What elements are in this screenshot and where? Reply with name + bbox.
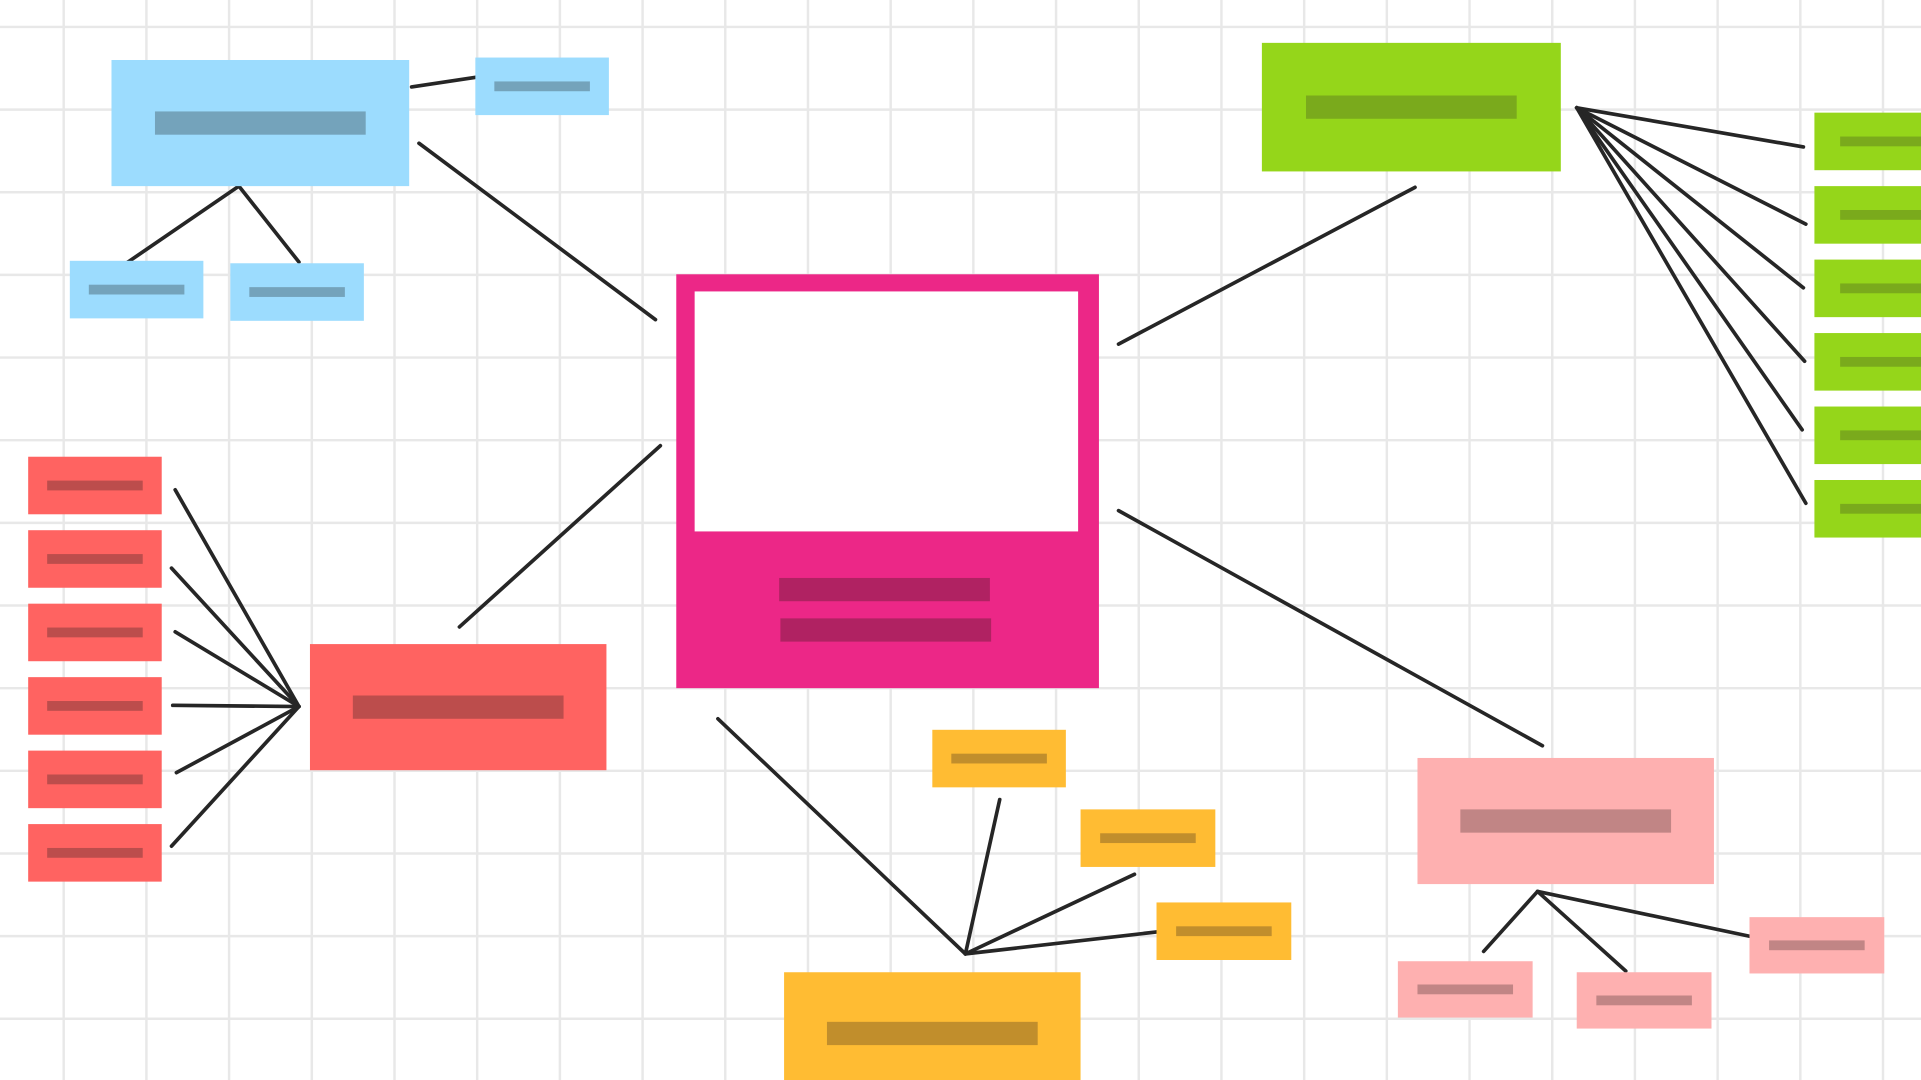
- connector-line: [963, 872, 1137, 956]
- topic-green-label-placeholder: [1305, 95, 1517, 119]
- topic-yellow[interactable]: [784, 972, 1081, 1080]
- subtopic-pink-label-placeholder: [1417, 984, 1514, 995]
- connector-line: [1481, 889, 1540, 954]
- connector-line: [169, 566, 301, 709]
- central-topic-label-placeholder: [779, 577, 990, 602]
- topic-blue[interactable]: [111, 60, 410, 187]
- connector-line: [1116, 185, 1417, 346]
- subtopic-red[interactable]: [28, 603, 162, 662]
- connector-line: [1574, 105, 1806, 149]
- connector-line: [169, 704, 301, 848]
- connector-line: [1574, 105, 1806, 290]
- connector-line: [417, 141, 658, 322]
- subtopic-green-label-placeholder: [1840, 430, 1921, 441]
- subtopic-green[interactable]: [1814, 259, 1921, 318]
- connector-line: [963, 797, 1002, 956]
- subtopic-pink-label-placeholder: [1596, 995, 1692, 1006]
- subtopic-blue[interactable]: [475, 57, 609, 116]
- connectors: [124, 75, 1808, 973]
- subtopic-green[interactable]: [1814, 186, 1921, 244]
- subtopic-red-label-placeholder: [47, 847, 143, 858]
- subtopic-green[interactable]: [1814, 112, 1921, 171]
- subtopic-yellow-label-placeholder: [1176, 926, 1272, 937]
- connector-line: [1574, 105, 1805, 432]
- connector-line: [457, 443, 663, 629]
- subtopic-red[interactable]: [28, 677, 162, 735]
- subtopic-red-label-placeholder: [47, 701, 143, 711]
- connector-line: [1574, 105, 1808, 226]
- connector-line: [237, 184, 301, 264]
- subtopic-blue[interactable]: [230, 263, 364, 321]
- subtopic-blue[interactable]: [69, 260, 204, 319]
- subtopic-pink[interactable]: [1576, 972, 1712, 1029]
- connector-line: [1574, 105, 1808, 506]
- subtopic-blue-label-placeholder: [88, 284, 185, 295]
- subtopic-red[interactable]: [28, 456, 162, 515]
- subtopic-yellow-label-placeholder: [951, 753, 1047, 764]
- subtopic-yellow-label-placeholder: [1100, 833, 1196, 844]
- subtopic-red-label-placeholder: [47, 480, 143, 491]
- topic-pink-label-placeholder: [1460, 809, 1672, 833]
- subtopic-blue-label-placeholder: [249, 287, 345, 297]
- connector-line: [1574, 105, 1807, 364]
- subtopic-red[interactable]: [28, 824, 162, 882]
- connector-line: [173, 630, 301, 709]
- subtopic-red[interactable]: [28, 750, 162, 809]
- subtopic-green[interactable]: [1814, 333, 1921, 391]
- subtopic-red[interactable]: [28, 530, 162, 588]
- topic-blue-label-placeholder: [154, 111, 366, 135]
- connector-line: [1116, 508, 1545, 748]
- subtopic-red-label-placeholder: [47, 554, 143, 564]
- subtopic-pink[interactable]: [1749, 917, 1885, 974]
- subtopic-pink[interactable]: [1397, 961, 1533, 1018]
- subtopic-red-label-placeholder: [47, 627, 143, 638]
- subtopic-yellow[interactable]: [932, 729, 1066, 788]
- connector-line: [170, 703, 301, 709]
- subtopic-red-label-placeholder: [47, 774, 143, 785]
- connector-line: [173, 487, 301, 709]
- topic-pink[interactable]: [1417, 757, 1714, 885]
- topic-yellow-label-placeholder: [826, 1021, 1038, 1046]
- subtopic-yellow[interactable]: [1156, 902, 1292, 960]
- topic-green[interactable]: [1261, 42, 1561, 172]
- connector-line: [124, 184, 241, 266]
- connector-line: [1535, 889, 1754, 939]
- subtopic-green[interactable]: [1814, 480, 1921, 538]
- subtopic-pink-label-placeholder: [1769, 940, 1865, 951]
- subtopic-green-label-placeholder: [1840, 503, 1921, 514]
- connector-line: [174, 704, 301, 775]
- topic-red[interactable]: [309, 644, 607, 771]
- connector-line: [716, 716, 968, 956]
- central-topic-label-placeholder: [780, 618, 992, 642]
- central-topic[interactable]: [676, 274, 1099, 689]
- nodes: [28, 42, 1921, 1080]
- subtopic-green-label-placeholder: [1840, 136, 1921, 147]
- connector-line: [963, 930, 1160, 956]
- subtopic-yellow[interactable]: [1080, 809, 1216, 867]
- subtopic-green-label-placeholder: [1840, 283, 1921, 294]
- subtopic-green-label-placeholder: [1840, 210, 1921, 220]
- subtopic-green[interactable]: [1814, 406, 1921, 465]
- subtopic-blue-label-placeholder: [494, 81, 590, 92]
- topic-red-label-placeholder: [352, 695, 564, 719]
- connector-line: [409, 75, 479, 89]
- subtopic-green-label-placeholder: [1840, 356, 1921, 367]
- central-topic-image-placeholder: [694, 291, 1079, 532]
- connector-line: [1535, 889, 1628, 973]
